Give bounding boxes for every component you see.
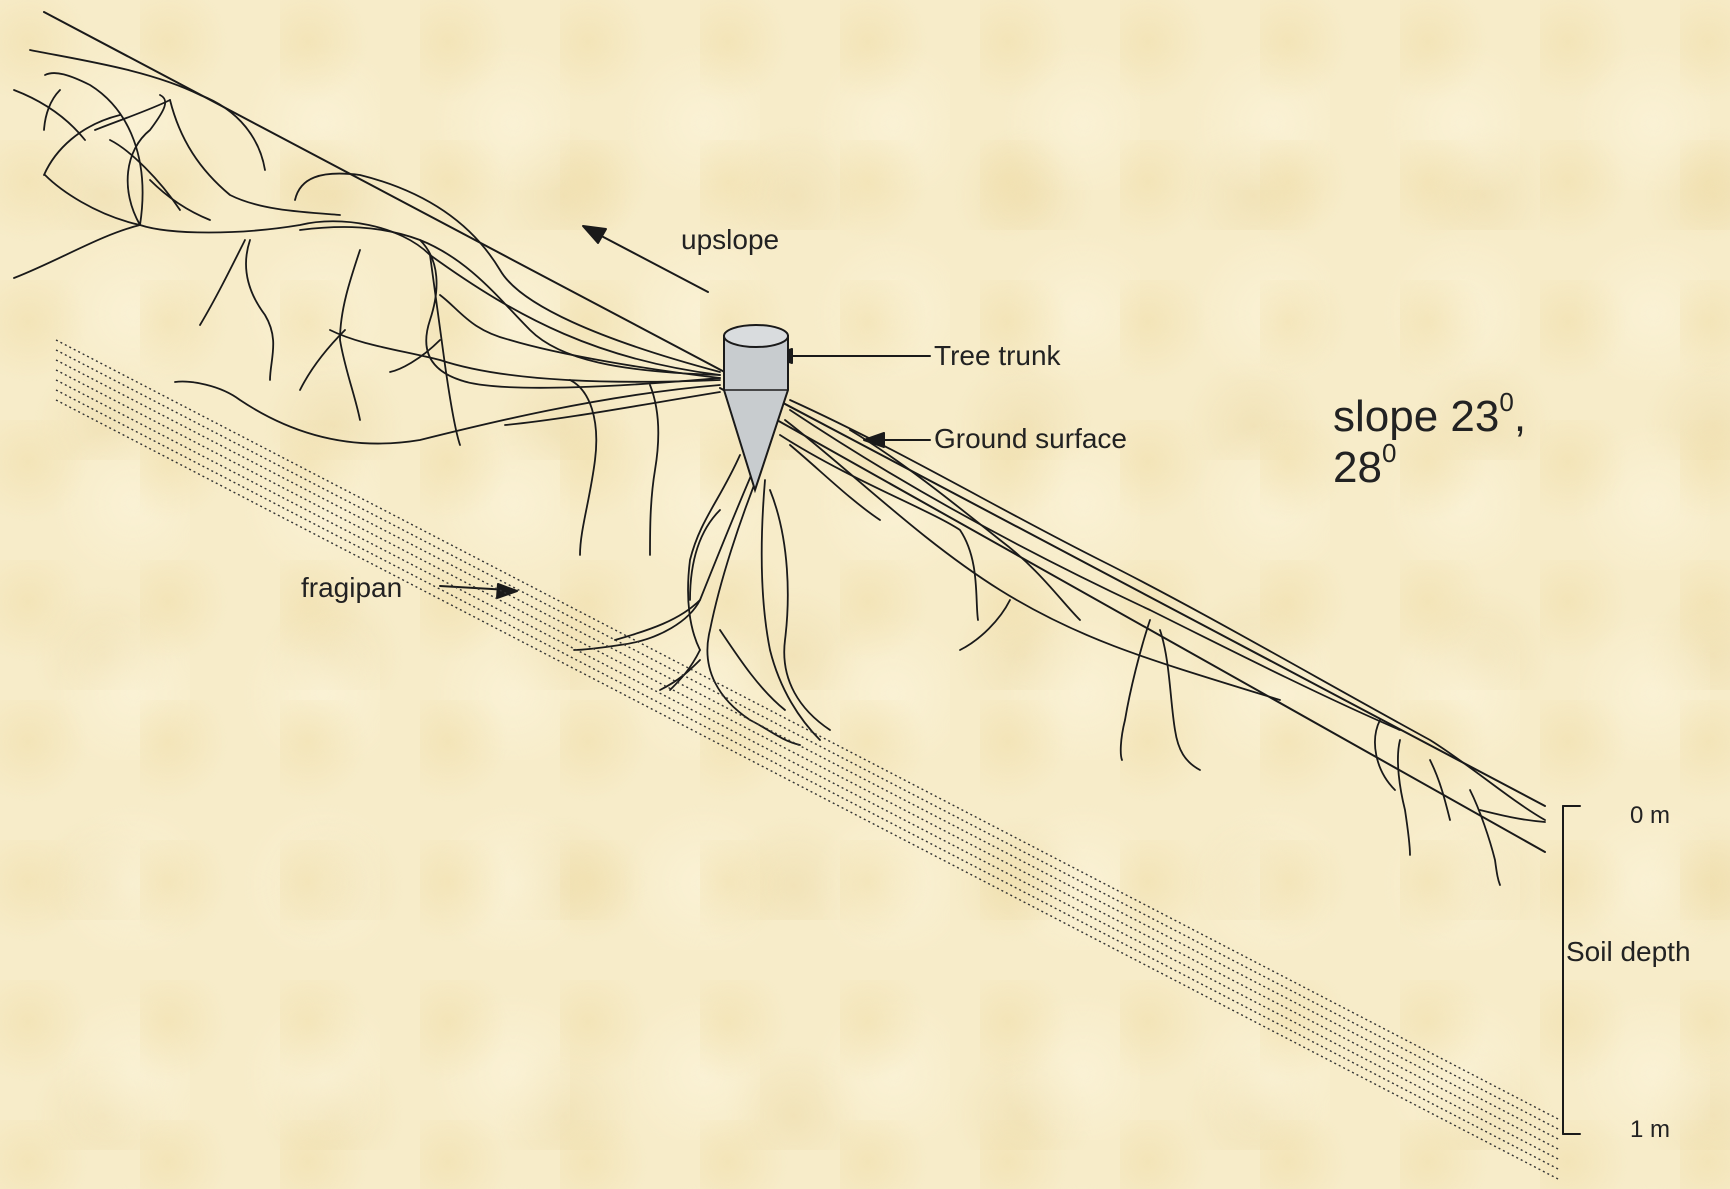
tree-trunk-arrow xyxy=(772,349,930,363)
ground-surface-label: Ground surface xyxy=(934,425,1127,453)
slope-degree-sup-1: 0 xyxy=(1499,387,1513,417)
roots-down xyxy=(574,455,830,745)
slope-annotation: slope 230, 280 xyxy=(1333,392,1526,493)
slope-degree-sup-2: 0 xyxy=(1382,438,1396,468)
tree-trunk-label: Tree trunk xyxy=(934,342,1061,370)
fragipan-label: fragipan xyxy=(301,574,402,602)
scale-top-label: 0 m xyxy=(1630,804,1670,828)
slope-value-1: slope 23 xyxy=(1333,392,1499,441)
scale-bottom-label: 1 m xyxy=(1630,1118,1670,1142)
tree-trunk xyxy=(724,325,788,490)
soil-depth-label: Soil depth xyxy=(1566,938,1691,966)
upslope-label: upslope xyxy=(681,226,779,254)
soil-depth-scale-bar xyxy=(1563,806,1580,1134)
slope-separator: , xyxy=(1514,392,1526,441)
ground-surface-line xyxy=(44,12,1545,806)
roots-upslope xyxy=(14,50,720,555)
slope-value-2: 28 xyxy=(1333,443,1382,492)
